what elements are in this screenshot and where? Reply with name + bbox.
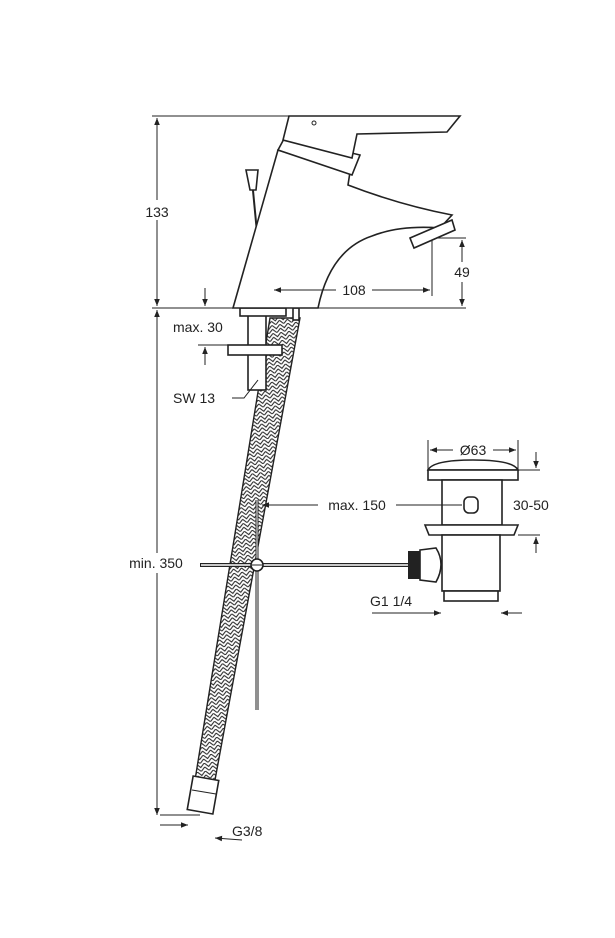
pop-up-waste <box>408 459 520 602</box>
dim-max-rod-distance: max. 150 <box>328 497 386 513</box>
hose-connector <box>186 775 220 815</box>
dim-min-hose-length: min. 350 <box>129 555 183 571</box>
mounting-shank <box>227 307 300 391</box>
dim-hose-thread: G3/8 <box>232 823 263 839</box>
dim-total-height: 133 <box>145 204 169 220</box>
faucet-body <box>231 115 462 309</box>
dim-wrench-size: SW 13 <box>173 390 215 406</box>
dim-max-deck-thickness: max. 30 <box>173 319 223 335</box>
dim-waste-range: 30-50 <box>513 497 549 513</box>
dim-waste-thread: G1 1/4 <box>370 593 412 609</box>
lever-handle <box>282 115 462 159</box>
dim-spout-height: 49 <box>454 264 470 280</box>
dim-waste-diameter: Ø63 <box>460 442 487 458</box>
dim-spout-reach: 108 <box>342 282 366 298</box>
pop-up-rod <box>200 169 410 710</box>
